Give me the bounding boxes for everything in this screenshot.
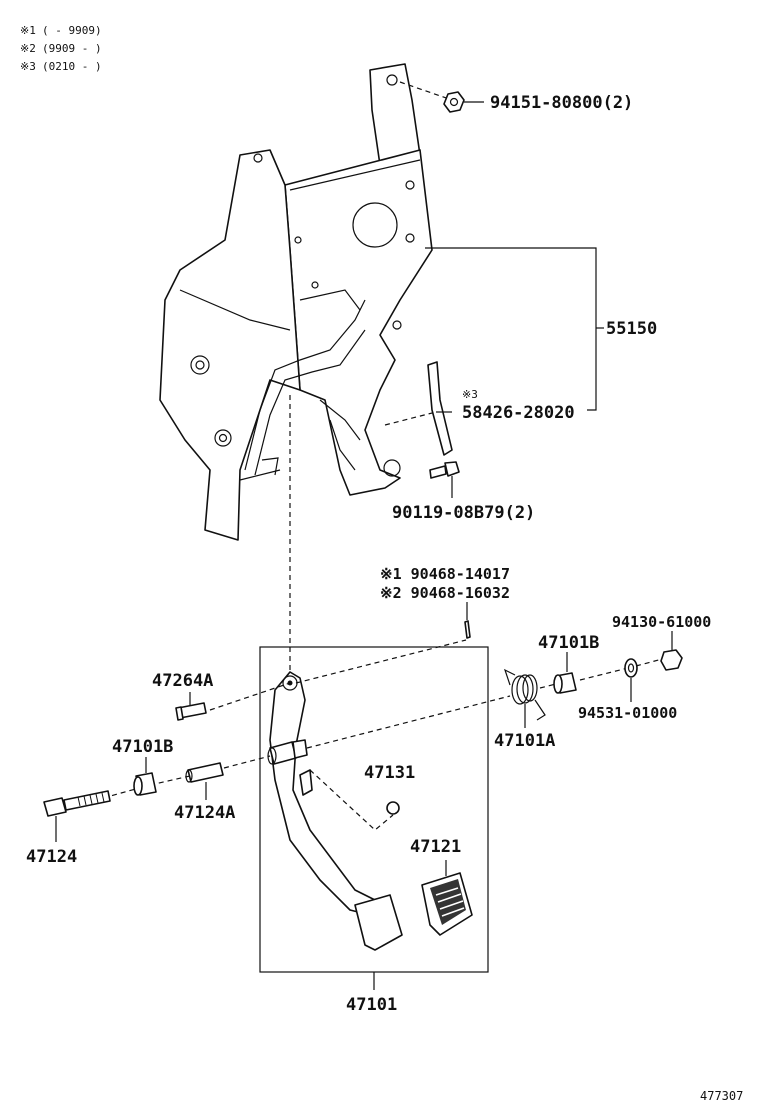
- collar-47124A: [185, 762, 224, 800]
- nut-94151: [399, 81, 484, 113]
- pedal-pad-47121: [421, 860, 473, 936]
- label-washer-94531: 94531-01000: [578, 704, 677, 722]
- nut-94130: [660, 631, 683, 671]
- stopper-47131: [309, 769, 400, 831]
- cotter-pin-90468: [464, 602, 471, 639]
- bushing-47101B-left: [133, 757, 157, 796]
- label-bushing-47101B-left: 47101B: [112, 737, 173, 757]
- note-3-text: (0210 - ): [42, 60, 102, 73]
- note-1-mark: ※1: [20, 24, 36, 37]
- note-2-text: (9909 - ): [42, 42, 102, 55]
- label-pin-note1: ※1 90468-14017: [380, 565, 510, 583]
- label-stopper-58426: 58426-28020: [462, 403, 575, 423]
- bushing-47101B-right: [553, 652, 577, 694]
- clevis-pin-47264A: [175, 692, 207, 721]
- label-note3-mark: ※3: [462, 388, 478, 401]
- diagram-id: 477307: [700, 1089, 743, 1103]
- notes-block: ※1 ( - 9909) ※2 (9909 - ) ※3 (0210 - ): [20, 24, 102, 73]
- spring-47101A: [503, 668, 546, 728]
- label-bolt-47124: 47124: [26, 847, 77, 867]
- labels: 94151-80800(2) 55150 ※3 58426-28020 9011…: [26, 93, 743, 1103]
- label-bolt-90119: 90119-08B79(2): [392, 503, 535, 523]
- label-nut-94151: 94151-80800(2): [490, 93, 633, 113]
- note-2-mark: ※2: [20, 42, 36, 55]
- label-clevis-pin-47264A: 47264A: [152, 671, 213, 691]
- bolt-47124: [43, 790, 111, 842]
- label-pedal-assy-47101: 47101: [346, 995, 397, 1015]
- label-stopper-47131: 47131: [364, 763, 415, 783]
- washer-94531: [624, 658, 638, 702]
- label-pad-47121: 47121: [410, 837, 461, 857]
- label-pin-note2: ※2 90468-16032: [380, 584, 510, 602]
- label-bracket-55150: 55150: [606, 319, 657, 339]
- note-3-mark: ※3: [20, 60, 36, 73]
- stopper-58426: [384, 361, 453, 456]
- label-nut-94130: 94130-61000: [612, 613, 711, 631]
- label-bushing-47101B-right: 47101B: [538, 633, 599, 653]
- note-1-text: ( - 9909): [42, 24, 102, 37]
- label-collar-47124A: 47124A: [174, 803, 235, 823]
- pedal-bracket-55150: [159, 63, 604, 541]
- label-spring-47101A: 47101A: [494, 731, 555, 751]
- bolt-90119: [429, 461, 460, 498]
